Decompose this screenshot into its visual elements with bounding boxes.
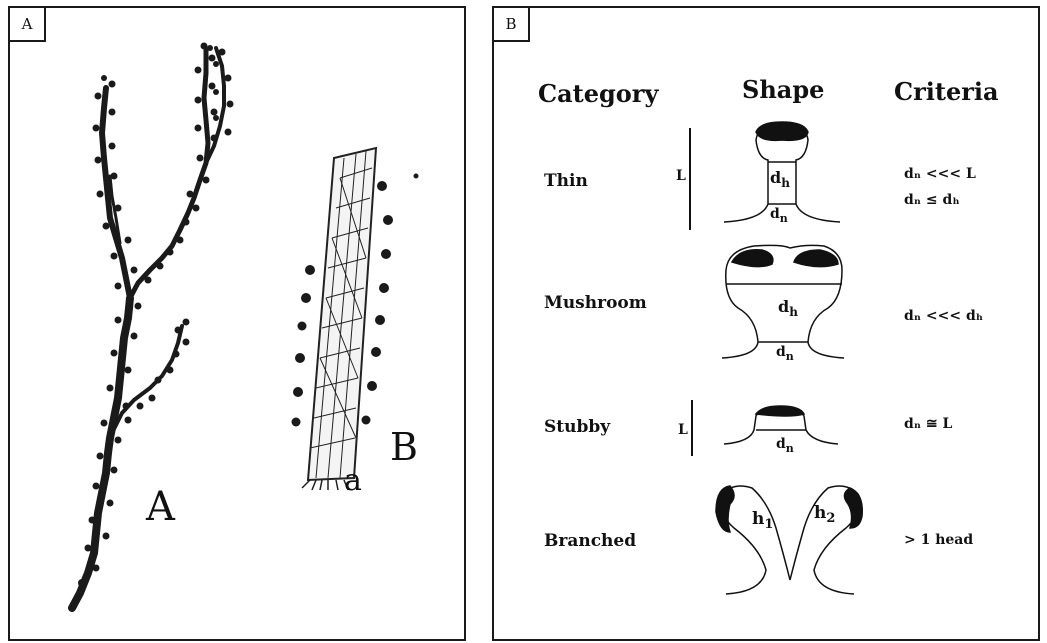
category-mushroom: Mushroom — [544, 293, 647, 313]
header-category: Category — [538, 79, 659, 108]
panel-b: B Category Shape Criteria Thin L dh dn d… — [492, 6, 1040, 641]
criteria-mushroom: dₙ <<< dₕ — [904, 308, 983, 324]
dendrite-a-label: A — [145, 484, 176, 530]
criteria-branched: > 1 head — [904, 532, 973, 548]
spine-classification-diagram: Category Shape Criteria Thin L dh dn dₙ … — [494, 8, 1038, 639]
mushroom-dn-label: dn — [776, 344, 794, 363]
category-thin: Thin — [544, 171, 588, 191]
criteria-thin-2: dₙ ≤ dₕ — [904, 192, 960, 208]
stubby-scale-label: L — [678, 422, 688, 438]
panel-a: A — [8, 6, 466, 641]
category-branched: Branched — [544, 531, 636, 551]
dendrite-b-base-fibers — [302, 480, 348, 490]
header-criteria: Criteria — [894, 77, 999, 106]
header-shape: Shape — [742, 75, 824, 104]
mushroom-dh-label: dh — [778, 297, 798, 319]
stubby-dn-label: dn — [776, 436, 794, 455]
dendrite-b — [308, 148, 376, 480]
dendrite-b-label: B — [390, 425, 418, 469]
point-label: a — [344, 463, 362, 498]
category-stubby: Stubby — [544, 417, 611, 437]
thin-dh-label: dh — [770, 168, 790, 190]
branched-h2-label: h2 — [814, 503, 835, 526]
thin-spine-shape — [724, 122, 840, 222]
thin-dn-label: dn — [770, 206, 788, 225]
branched-spine-shape — [716, 486, 862, 594]
thin-scale-label: L — [676, 168, 686, 184]
criteria-thin-1: dₙ <<< L — [904, 166, 976, 182]
criteria-stubby: dₙ ≅ L — [904, 416, 953, 432]
dendrite-drawing: A B a — [10, 8, 464, 639]
